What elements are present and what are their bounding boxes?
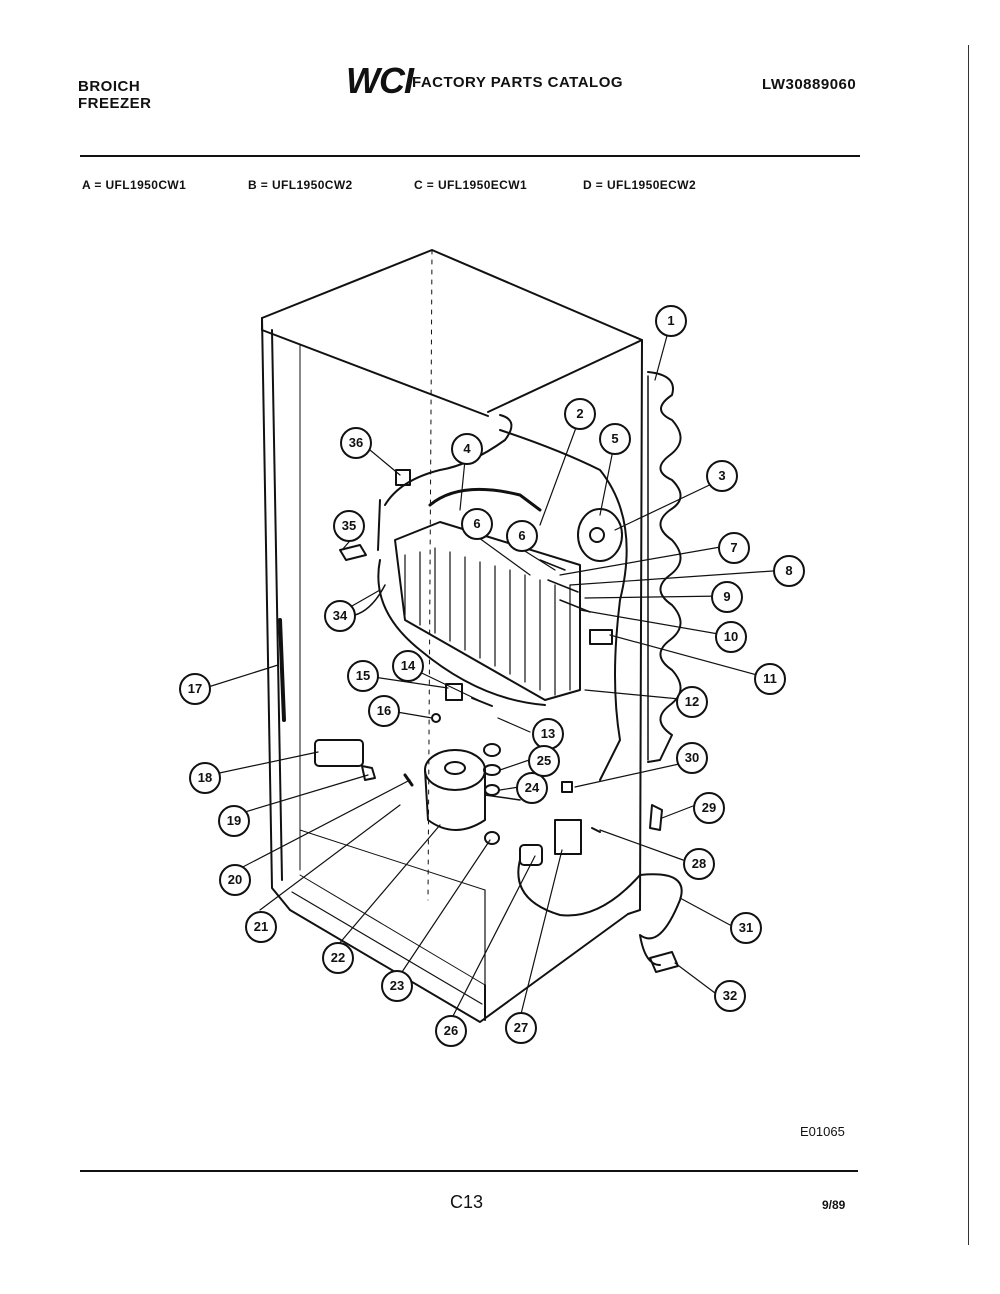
callout-28: 28: [683, 848, 715, 880]
catalog-title: FACTORY PARTS CATALOG: [412, 74, 624, 91]
callout-7: 7: [718, 532, 750, 564]
callout-15: 15: [347, 660, 379, 692]
model-b: B = UFL1950CW2: [248, 178, 353, 192]
callout-4: 4: [451, 433, 483, 465]
callout-31: 31: [730, 912, 762, 944]
header-brand-line1: BROICH: [78, 78, 141, 95]
callout-16: 16: [368, 695, 400, 727]
model-c: C = UFL1950ECW1: [414, 178, 528, 192]
callout-18: 18: [189, 762, 221, 794]
drawing-code: E01065: [800, 1124, 845, 1139]
callout-25: 25: [528, 745, 560, 777]
callout-24: 24: [516, 772, 548, 804]
callout-2: 2: [564, 398, 596, 430]
callout-3: 3: [706, 460, 738, 492]
callout-30: 30: [676, 742, 708, 774]
callout-21: 21: [245, 911, 277, 943]
callout-27: 27: [505, 1012, 537, 1044]
callout-23: 23: [381, 970, 413, 1002]
callout-14: 14: [392, 650, 424, 682]
callout-9: 9: [711, 581, 743, 613]
callout-22: 22: [322, 942, 354, 974]
callout-6b: 6: [506, 520, 538, 552]
page-edge-line: [968, 45, 969, 1245]
header-brand-line2: FREEZER: [78, 95, 152, 112]
callout-10: 10: [715, 621, 747, 653]
callout-19: 19: [218, 805, 250, 837]
model-d: D = UFL1950ECW2: [583, 178, 697, 192]
catalog-number: LW30889060: [762, 76, 857, 93]
callout-36: 36: [340, 427, 372, 459]
callout-8: 8: [773, 555, 805, 587]
callout-1: 1: [655, 305, 687, 337]
callout-35: 35: [333, 510, 365, 542]
callout-26: 26: [435, 1015, 467, 1047]
callout-13: 13: [532, 718, 564, 750]
footer-rule: [80, 1170, 858, 1172]
model-a: A = UFL1950CW1: [82, 178, 187, 192]
page-number: C13: [450, 1192, 484, 1212]
header-rule: [80, 155, 860, 157]
revision-date: 9/89: [822, 1198, 846, 1212]
callout-29: 29: [693, 792, 725, 824]
callout-12: 12: [676, 686, 708, 718]
callout-34: 34: [324, 600, 356, 632]
callout-20: 20: [219, 864, 251, 896]
callout-32: 32: [714, 980, 746, 1012]
wci-logo: WCI: [346, 60, 414, 101]
callout-5: 5: [599, 423, 631, 455]
callout-17: 17: [179, 673, 211, 705]
callout-6a: 6: [461, 508, 493, 540]
callout-11: 11: [754, 663, 786, 695]
